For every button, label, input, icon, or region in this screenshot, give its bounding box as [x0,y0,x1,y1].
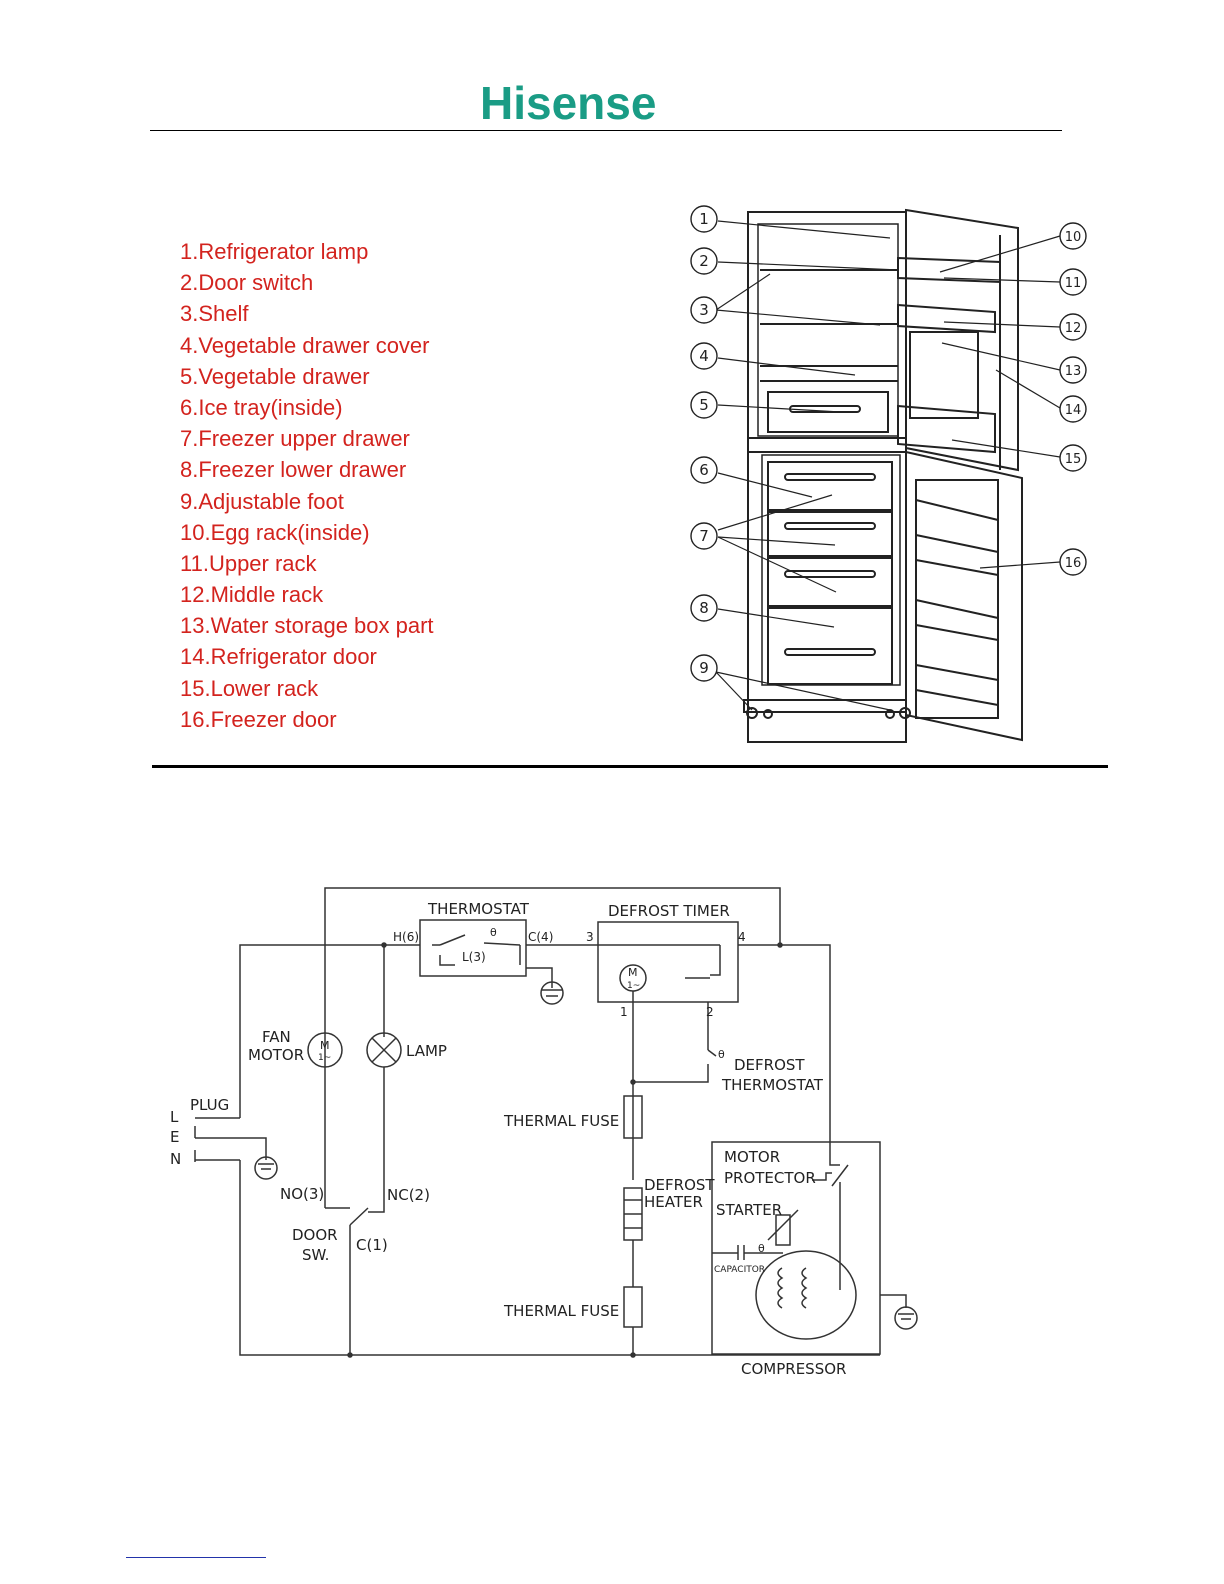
callout-label: 8 [699,599,709,617]
capacitor-label: CAPACITOR [714,1265,765,1275]
section-divider [152,765,1108,768]
callout-label: 11 [1065,276,1082,291]
callout-label: 15 [1065,452,1082,467]
motor-protector-label: MOTOR [724,1148,780,1166]
terminal-label: L(3) [462,950,486,964]
callout-label: 7 [699,527,709,545]
list-item: 14.Refrigerator door [180,644,377,670]
switch-label: SW. [302,1246,329,1264]
neutral-label: N [170,1150,181,1168]
callout-label: 10 [1065,230,1082,245]
earth-label: E [170,1128,179,1146]
list-item: 4.Vegetable drawer cover [180,332,430,358]
callout-label: 4 [699,347,709,365]
terminal-label: 2 [706,1005,714,1019]
callout-label: 3 [699,301,709,319]
starter-label: STARTER [716,1201,782,1219]
theta-symbol: θ [758,1242,765,1255]
thermal-fuse-label: THERMAL FUSE [503,1112,619,1130]
list-item: 7.Freezer upper drawer [180,426,410,452]
list-item: 2.Door switch [180,270,314,296]
terminal-label: 1 [620,1005,628,1019]
theta-symbol: θ [718,1048,725,1061]
header-divider [150,130,1062,131]
plug-label: PLUG [190,1096,229,1114]
callout-label: 9 [699,659,709,677]
heater-label: HEATER [644,1193,703,1211]
defrost-thermostat-label: THERMOSTAT [721,1076,824,1094]
list-item: 15.Lower rack [180,675,319,701]
fan-label: FAN [262,1028,291,1046]
protector-label: PROTECTOR [724,1169,816,1187]
lamp-label: LAMP [406,1042,447,1060]
theta-symbol: θ [490,926,497,939]
callout-label: 5 [699,396,709,414]
terminal-label: H(6) [393,930,419,944]
refrigerator-diagram: 1 2 3 4 5 6 7 8 9 10 11 12 13 14 15 16 [690,205,1087,743]
defrost-label: DEFROST [734,1056,805,1074]
list-item: 6.Ice tray(inside) [180,394,343,420]
footer-link-underline [126,1557,266,1558]
list-item: 1.Refrigerator lamp [180,239,369,264]
defrost-heater-label: DEFROST [644,1176,715,1194]
nc2-label: NC(2) [387,1186,430,1204]
no3-label: NO(3) [280,1185,324,1203]
callout-label: 16 [1065,556,1082,571]
motor-label: MOTOR [248,1046,304,1064]
compressor-label: COMPRESSOR [741,1360,846,1378]
motor-symbol: 1~ [627,981,640,991]
terminal-label: 4 [738,930,746,944]
list-item: 9.Adjustable foot [180,488,344,514]
line-label: L [170,1108,179,1126]
terminal-label: 3 [586,930,594,944]
door-label: DOOR [292,1226,338,1244]
callout-label: 12 [1065,321,1082,336]
callout-label: 1 [699,210,709,228]
defrost-timer-label: DEFROST TIMER [608,902,730,920]
list-item: 16.Freezer door [180,706,337,732]
c1-label: C(1) [356,1236,388,1254]
motor-symbol: 1~ [318,1053,331,1063]
list-item: 5.Vegetable drawer [180,363,370,389]
list-item: 11.Upper rack [180,550,317,576]
list-item: 10.Egg rack(inside) [180,519,370,545]
motor-symbol: M [628,966,638,979]
terminal-label: C(4) [528,930,553,944]
brand-logo: Hisense [480,77,657,129]
list-item: 8.Freezer lower drawer [180,457,407,483]
list-item: 13.Water storage box part [180,613,434,639]
list-item: 12.Middle rack [180,582,324,608]
thermostat-label: THERMOSTAT [427,900,530,918]
wiring-diagram: THERMOSTAT H(6) C(4) L(3) θ DEFROST TIME… [170,887,918,1378]
list-item: 3.Shelf [180,301,249,327]
callout-label: 14 [1065,403,1082,418]
callout-label: 13 [1065,364,1082,379]
callout-label: 2 [699,252,709,270]
parts-list: 1.Refrigerator lamp 2.Door switch 3.Shel… [180,236,434,735]
thermal-fuse-label: THERMAL FUSE [503,1302,619,1320]
callout-label: 6 [699,461,709,479]
motor-symbol: M [320,1039,330,1052]
